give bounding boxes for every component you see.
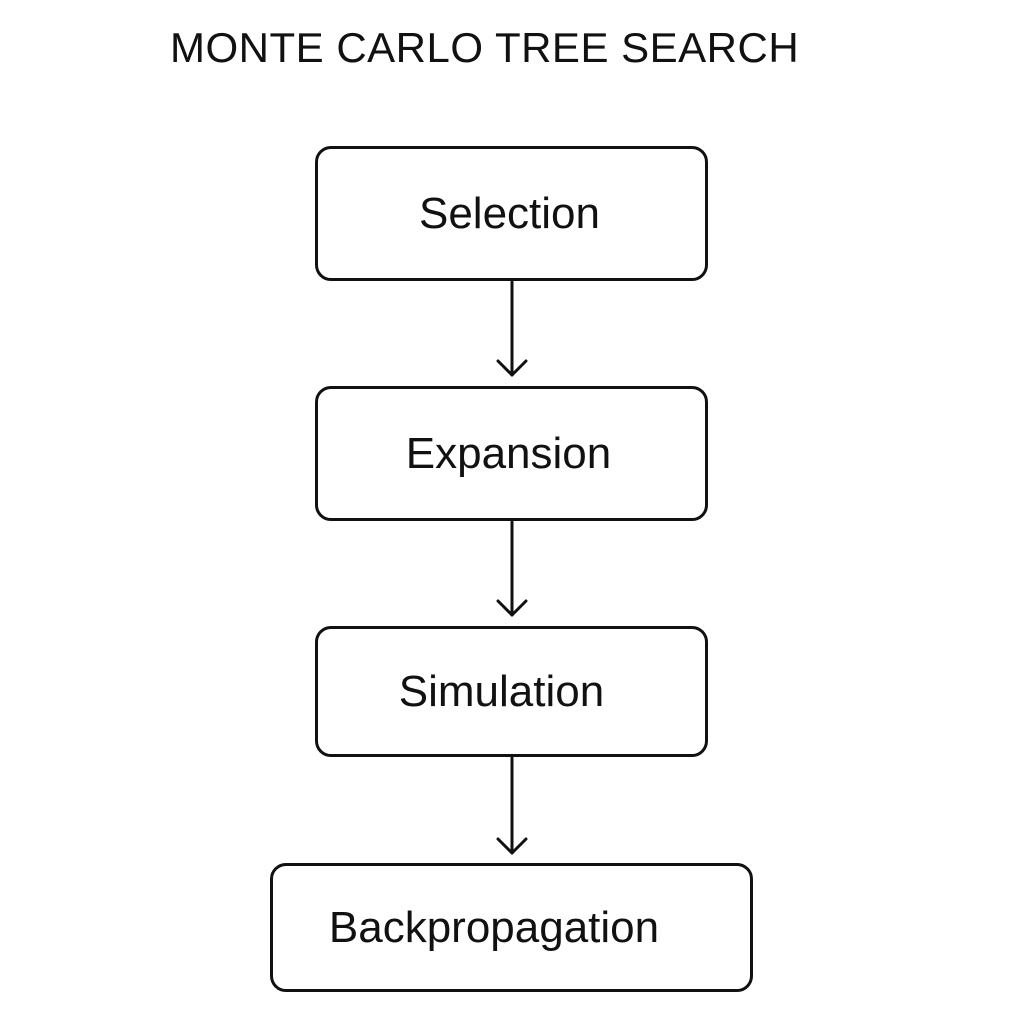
step-backpropagation: Backpropagation xyxy=(270,863,753,992)
diagram-title: MONTE CARLO TREE SEARCH xyxy=(170,24,800,71)
step-label: Selection xyxy=(418,188,600,238)
step-simulation: Simulation xyxy=(315,626,708,757)
arrow-expansion-to-simulation xyxy=(496,520,528,617)
step-label: Expansion xyxy=(405,428,612,478)
step-expansion: Expansion xyxy=(315,386,708,521)
step-selection: Selection xyxy=(315,146,708,281)
step-label: Backpropagation xyxy=(328,902,660,952)
arrow-simulation-to-backpropagation xyxy=(496,756,528,855)
arrow-selection-to-expansion xyxy=(496,280,528,377)
step-label: Simulation xyxy=(398,666,605,716)
